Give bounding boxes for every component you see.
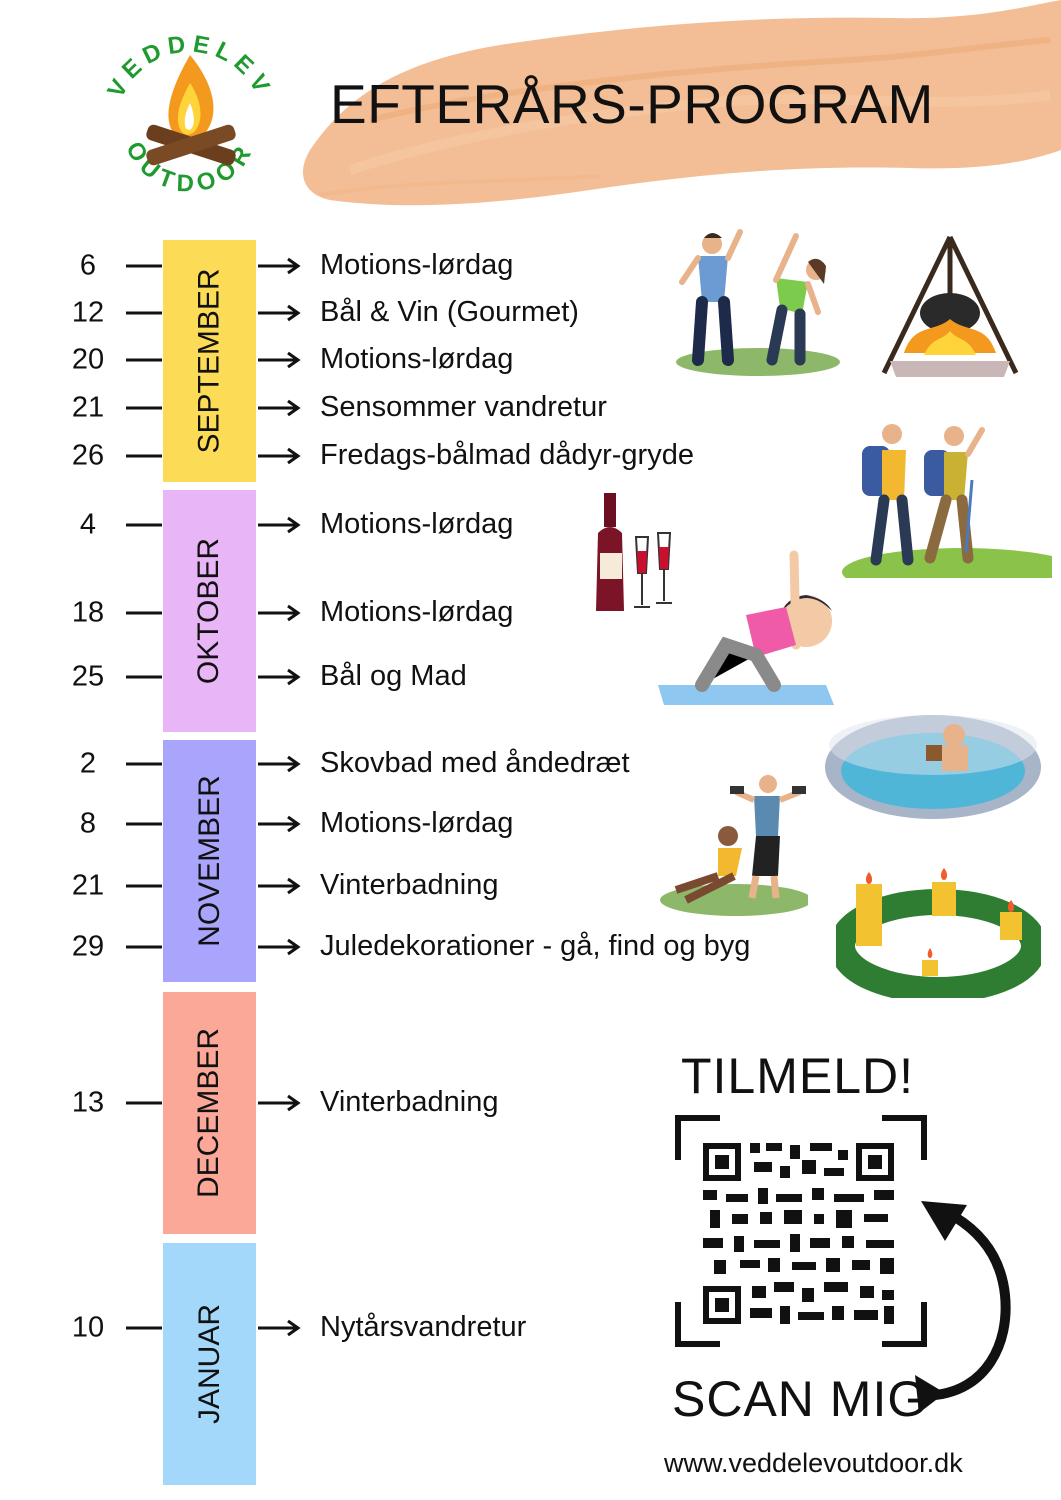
timeline-tick (126, 884, 162, 888)
timeline-tick (126, 1101, 162, 1105)
arrow-right-icon (258, 303, 302, 323)
arrow-right-icon (258, 350, 302, 370)
page-title: EFTERÅRS-PROGRAM (330, 73, 934, 135)
arrow-right-icon (258, 667, 302, 687)
event-day: 26 (71, 439, 105, 472)
arrow-right-icon (258, 754, 302, 774)
timeline-tick (126, 358, 162, 362)
event-day: 6 (79, 249, 97, 282)
event-title: Fredags-bålmad dådyr-gryde (320, 438, 694, 471)
campfire-icon (146, 55, 236, 166)
timeline-tick (126, 523, 162, 527)
event-day: 12 (71, 296, 105, 329)
event-day: 20 (71, 343, 105, 376)
arrow-right-icon (258, 1318, 302, 1338)
exercise-couple-icon (676, 229, 840, 376)
month-bar-oktober: OKTOBER (163, 490, 256, 732)
month-label: DECEMBER (192, 1027, 226, 1199)
arrow-right-icon (258, 937, 302, 957)
month-bar-januar: JANUAR (163, 1243, 256, 1485)
signup-heading: TILMELD! (681, 1048, 915, 1104)
wine-bottle-glasses-icon (596, 493, 672, 611)
month-label: OKTOBER (192, 537, 226, 685)
month-bar-november: NOVEMBER (163, 740, 256, 982)
timeline-tick (126, 1326, 162, 1330)
event-day: 18 (71, 596, 105, 629)
event-day: 25 (71, 660, 105, 693)
event-day: 4 (79, 508, 97, 541)
timeline-tick (126, 762, 162, 766)
hikers-icon (842, 424, 1052, 578)
event-day: 10 (71, 1311, 105, 1344)
winter-bath-icon (825, 715, 1041, 819)
arrow-right-icon (258, 603, 302, 623)
event-title: Motions-lørdag (320, 342, 514, 375)
month-label: NOVEMBER (192, 775, 226, 947)
event-day: 21 (71, 869, 105, 902)
curved-arrow-icon (915, 1201, 1011, 1413)
event-day: 8 (79, 807, 97, 840)
event-title: Motions-lørdag (320, 595, 514, 628)
event-title: Sensommer vandretur (320, 390, 607, 423)
event-title: Motions-lørdag (320, 507, 514, 540)
event-day: 21 (71, 391, 105, 424)
qr-code[interactable] (670, 1110, 932, 1352)
event-day: 2 (79, 747, 97, 780)
event-title: Vinterbadning (320, 868, 499, 901)
timeline-tick (126, 454, 162, 458)
timeline-tick (126, 264, 162, 268)
timeline-tick (126, 311, 162, 315)
event-title: Motions-lørdag (320, 248, 514, 281)
arrow-right-icon (258, 256, 302, 276)
month-bar-december: DECEMBER (163, 992, 256, 1234)
veddelev-outdoor-logo: VEDDELEV OUTDOOR (102, 30, 271, 197)
event-title: Bål og Mad (320, 659, 467, 692)
event-day: 29 (71, 930, 105, 963)
arrow-right-icon (258, 1093, 302, 1113)
month-label: SEPTEMBER (192, 268, 226, 454)
website-link[interactable]: www.veddelevoutdoor.dk (664, 1448, 963, 1478)
timeline-tick (126, 675, 162, 679)
event-day: 13 (71, 1086, 105, 1119)
event-title: Nytårsvandretur (320, 1310, 527, 1343)
arrow-right-icon (258, 814, 302, 834)
event-title: Skovbad med åndedræt (320, 746, 630, 779)
month-label: JANUAR (192, 1303, 226, 1425)
fitness-icon (660, 775, 808, 916)
timeline-tick (126, 611, 162, 615)
event-title: Juledekorationer - gå, find og byg (320, 929, 751, 962)
month-bar-september: SEPTEMBER (163, 240, 256, 482)
brush-stroke-decoration (302, 0, 1061, 206)
campfire-cauldron-icon (881, 235, 1019, 377)
arrow-right-icon (258, 398, 302, 418)
arrow-right-icon (258, 876, 302, 896)
scan-cta: SCAN MIG (672, 1371, 928, 1427)
event-title: Bål & Vin (Gourmet) (320, 295, 579, 328)
arrow-right-icon (258, 515, 302, 535)
event-title: Motions-lørdag (320, 806, 514, 839)
advent-wreath-icon (836, 868, 1041, 998)
arrow-right-icon (258, 446, 302, 466)
timeline-tick (126, 945, 162, 949)
yoga-icon (658, 550, 834, 705)
timeline-tick (126, 822, 162, 826)
event-title: Vinterbadning (320, 1085, 499, 1118)
timeline-tick (126, 406, 162, 410)
